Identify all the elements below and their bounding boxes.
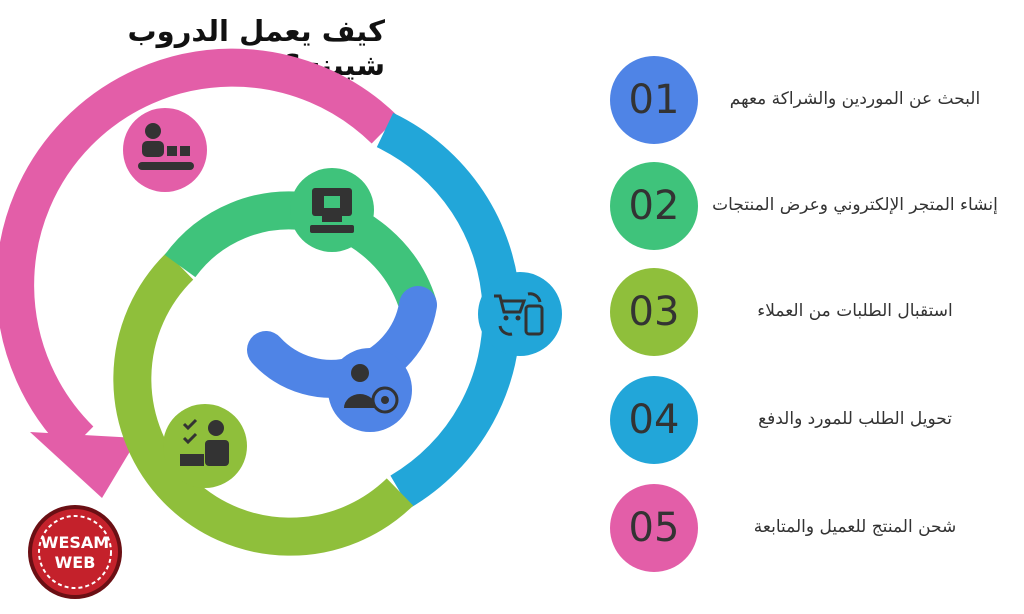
step-number-badge: 03 (610, 268, 698, 356)
spiral-segment-pink (0, 48, 399, 454)
step-number-badge: 04 (610, 376, 698, 464)
logo-text-line1: WESAM (41, 533, 109, 552)
step-number-badge: 02 (610, 162, 698, 250)
page-title: كيف يعمل الدروب شيبنج؟ (127, 14, 385, 82)
step-text: البحث عن الموردين والشراكة معهم (729, 89, 981, 110)
step-2: 02 إنشاء المتجر الإلكتروني وعرض المنتجات (610, 162, 1010, 250)
order-checklist-icon (163, 404, 247, 488)
arrow-head (30, 432, 138, 498)
brand-logo: WESAM WEB (28, 505, 122, 599)
step-5: 05 شحن المنتج للعميل والمتابعة (610, 484, 1010, 572)
shopping-cart-phone-icon (478, 272, 562, 356)
step-text: شحن المنتج للعميل والمتابعة (753, 517, 957, 538)
step-1: 01 البحث عن الموردين والشراكة معهم (610, 56, 1010, 144)
step-3: 03 استقبال الطلبات من العملاء (610, 268, 1010, 356)
customer-search-icon (328, 348, 412, 432)
spiral-diagram: WESAM WEB (0, 48, 562, 599)
delivery-worker-icon (123, 108, 207, 192)
computer-store-icon (290, 168, 374, 252)
step-4: 04 تحويل الطلب للمورد والدفع (610, 376, 1010, 464)
step-text: استقبال الطلبات من العملاء (757, 301, 953, 322)
step-text: إنشاء المتجر الإلكتروني وعرض المنتجات (712, 195, 998, 216)
spiral-segment-lime (113, 252, 414, 556)
step-number-badge: 01 (610, 56, 698, 144)
step-number-badge: 05 (610, 484, 698, 572)
step-text: تحويل الطلب للمورد والدفع (758, 409, 952, 430)
logo-text-line2: WEB (55, 553, 96, 572)
